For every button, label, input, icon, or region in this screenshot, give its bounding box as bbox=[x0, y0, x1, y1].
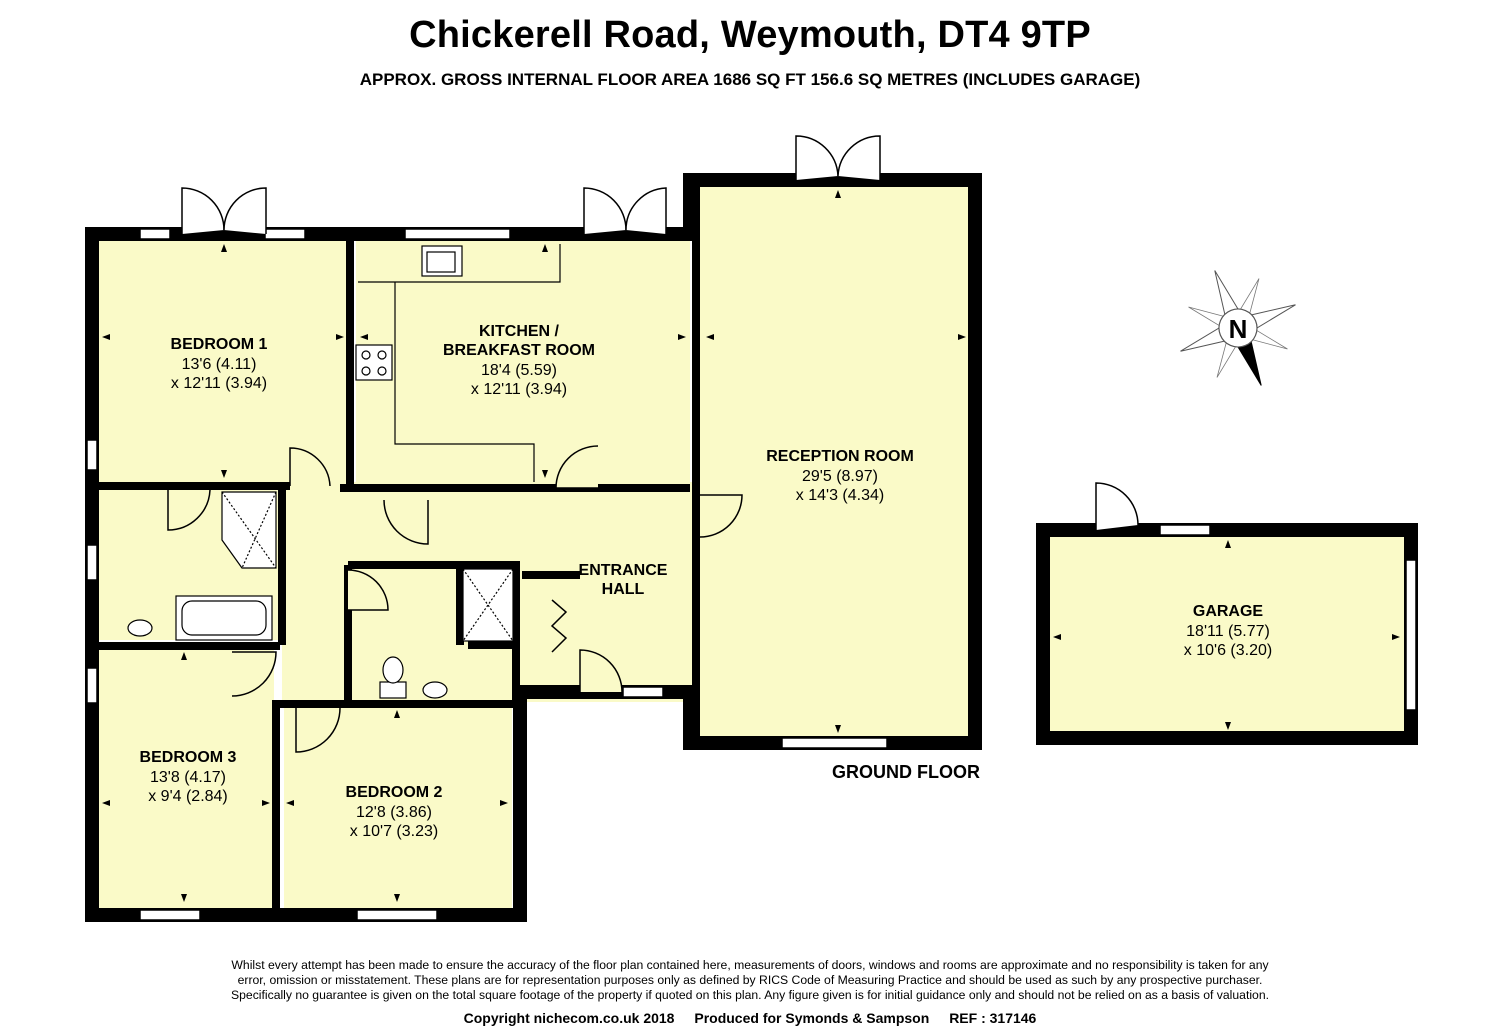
bedroom1-dim2: x 12'11 (3.94) bbox=[171, 375, 267, 392]
copyright-text: Copyright nichecom.co.uk 2018 bbox=[463, 1010, 675, 1026]
floor-area-subtitle: APPROX. GROSS INTERNAL FLOOR AREA 1686 S… bbox=[359, 70, 1141, 89]
kitchen-floor bbox=[356, 241, 690, 482]
compass-icon bbox=[1180, 270, 1296, 386]
hob bbox=[355, 344, 393, 381]
fixtures bbox=[127, 244, 561, 699]
kitchen-dim2: x 12'11 (3.94) bbox=[471, 381, 567, 398]
bedroom2-dim2: x 10'7 (3.23) bbox=[350, 823, 438, 840]
bedroom3-name: BEDROOM 3 bbox=[140, 749, 237, 766]
reception-dim1: 29'5 (8.97) bbox=[802, 468, 878, 485]
garage-floor bbox=[1048, 535, 1406, 735]
bedroom1-floor bbox=[96, 241, 348, 482]
page-title: Chickerell Road, Weymouth, DT4 9TP bbox=[409, 14, 1091, 56]
copyright-line: Copyright nichecom.co.uk 2018 Produced f… bbox=[0, 1010, 1500, 1026]
floor-label: GROUND FLOOR bbox=[832, 762, 980, 782]
reception-dim2: x 14'3 (4.34) bbox=[796, 487, 884, 504]
room-fills bbox=[96, 185, 1406, 908]
bedroom3-dim2: x 9'4 (2.84) bbox=[148, 788, 228, 805]
entrance-name-line2: HALL bbox=[602, 581, 645, 598]
windows bbox=[86, 228, 1417, 921]
basin-bathroom bbox=[127, 619, 153, 637]
kitchen-worktop bbox=[358, 244, 561, 283]
bedroom2-name: BEDROOM 2 bbox=[346, 784, 443, 801]
disclaimer-line: Whilst every attempt has been made to en… bbox=[231, 958, 1269, 972]
dimension-arrows bbox=[102, 190, 1400, 902]
garage-dim1: 18'11 (5.77) bbox=[1186, 623, 1270, 640]
kitchen-name-line1: KITCHEN / bbox=[479, 323, 560, 340]
reception-floor bbox=[700, 185, 970, 738]
garage-name: GARAGE bbox=[1193, 603, 1264, 620]
wc bbox=[379, 681, 407, 699]
reference-text: REF : 317146 bbox=[949, 1010, 1037, 1026]
disclaimer-line: Specifically no guarantee is given on th… bbox=[231, 988, 1269, 1002]
garage-dim2: x 10'6 (3.20) bbox=[1184, 642, 1272, 659]
entrance-name-line1: ENTRANCE bbox=[579, 562, 668, 579]
bedroom2-dim1: 12'8 (3.86) bbox=[356, 804, 432, 821]
disclaimer-line: error, omission or misstatement. These p… bbox=[237, 973, 1263, 987]
kitchen-dim1: 18'4 (5.59) bbox=[481, 362, 557, 379]
basin-ensuite bbox=[422, 681, 448, 699]
kitchen-worktop-left bbox=[394, 282, 535, 482]
room-labels: BEDROOM 1 13'6 (4.11) x 12'11 (3.94) KIT… bbox=[140, 323, 1273, 840]
doors bbox=[167, 135, 1139, 753]
disclaimer: Whilst every attempt has been made to en… bbox=[150, 958, 1350, 1003]
bedroom1-dim1: 13'6 (4.11) bbox=[182, 356, 257, 373]
bedroom3-dim1: 13'8 (4.17) bbox=[150, 769, 226, 786]
bedroom1-name: BEDROOM 1 bbox=[171, 336, 268, 353]
reception-name: RECEPTION ROOM bbox=[766, 448, 914, 465]
internal-walls bbox=[96, 185, 700, 912]
compass-letter: N bbox=[1229, 314, 1248, 344]
kitchen-name-line2: BREAKFAST ROOM bbox=[443, 342, 595, 359]
produced-for-text: Produced for Symonds & Sampson bbox=[694, 1010, 930, 1026]
